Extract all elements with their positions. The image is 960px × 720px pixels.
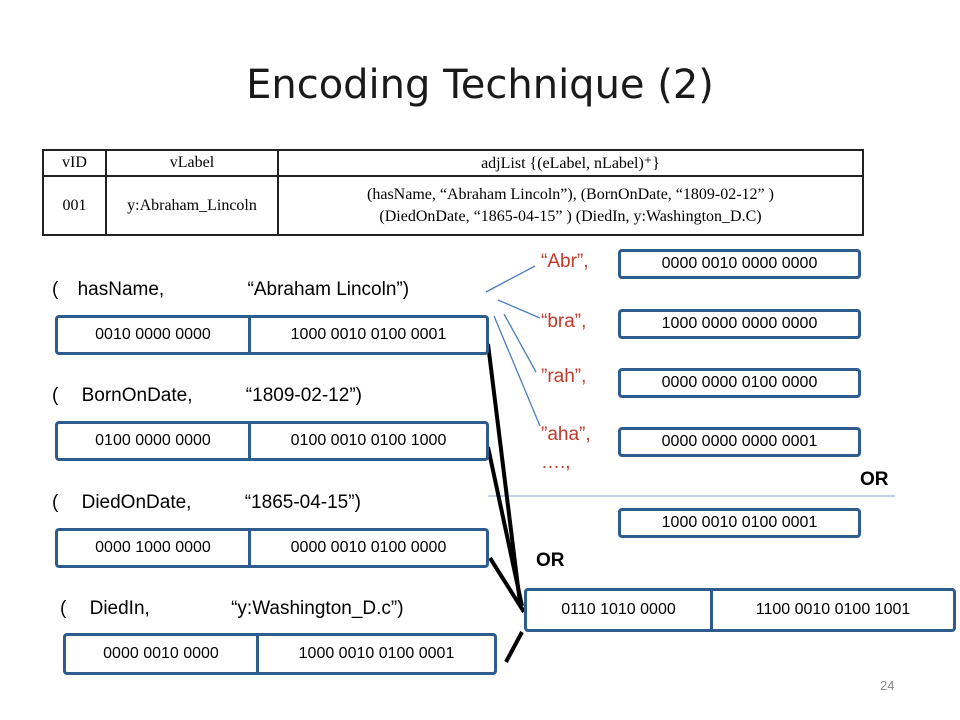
cell-vid: 001: [42, 175, 107, 236]
edge-label: DiedIn,: [89, 598, 150, 619]
node-label: “Abraham Lincoln”): [247, 279, 410, 300]
pair-code-hasname: 0010 0000 0000 1000 0010 0100 0001: [55, 315, 489, 355]
node-code: 0100 0010 0100 1000: [248, 424, 486, 458]
edge-label: DiedOnDate,: [81, 492, 192, 513]
pair-label-diedin: ( DiedIn, “y:Washington_D.c”): [60, 598, 404, 620]
edge-code: 0000 1000 0000: [95, 539, 211, 556]
node-label: “y:Washington_D.c”): [231, 598, 404, 619]
node-label: “1865-04-15”): [244, 492, 361, 513]
trigram-rah: ”rah”,: [541, 366, 587, 387]
trigram-code-rah: 0000 0000 0100 0000: [618, 368, 861, 398]
node-code: 1000 0010 0100 0001: [248, 318, 486, 352]
merge-line-1: [486, 343, 522, 604]
pair-open-paren: (: [52, 492, 59, 513]
merge-line-3: [488, 556, 526, 614]
merge-line-4: [504, 631, 524, 663]
connector-abr: [485, 265, 536, 293]
connector-aha: [493, 315, 541, 427]
node-code: 0000 0010 0100 0000: [248, 531, 486, 565]
pair-code-diedondate: 0000 1000 0000 0000 0010 0100 0000: [55, 528, 489, 568]
trigram-code-bra: 1000 0000 0000 0000: [618, 309, 861, 339]
trigram-code-abr: 0000 0010 0000 0000: [618, 249, 861, 279]
node-label: “1809-02-12”): [245, 385, 362, 406]
pair-label-hasname: ( hasName, “Abraham Lincoln”): [52, 279, 409, 301]
final-node-code: 1100 0010 0100 1001: [710, 591, 953, 629]
edge-code: 0010 0000 0000: [95, 326, 211, 343]
pair-open-paren: (: [52, 279, 59, 300]
pair-code-diedin: 0000 0010 0000 1000 0010 0100 0001: [63, 633, 497, 675]
cell-vlabel: y:Abraham_Lincoln: [105, 175, 279, 236]
merge-line-2: [486, 446, 524, 607]
vertex-table: vID vLabel adjList {(eLabel, nLabel)⁺} 0…: [42, 149, 864, 236]
edge-code: 0000 0010 0000: [103, 645, 219, 662]
or-label-left: OR: [536, 550, 565, 571]
trigram-abr: “Abr”,: [541, 251, 589, 272]
header-vid: vID: [42, 149, 107, 177]
pair-label-bornondate: ( BornOnDate, “1809-02-12”): [52, 385, 362, 407]
pair-open-paren: (: [60, 598, 67, 619]
page-number: 24: [880, 678, 895, 693]
connector-bra: [497, 299, 541, 319]
connector-rah: [503, 313, 537, 373]
or-label-right: OR: [860, 469, 889, 490]
trigram-ellipsis: ….,: [541, 452, 571, 473]
trigram-or-result: 1000 0010 0100 0001: [618, 508, 861, 538]
final-edge-code: 0110 1010 0000: [561, 601, 676, 618]
trigram-bra: “bra”,: [541, 311, 587, 332]
edge-label: hasName,: [77, 279, 165, 300]
pair-code-bornondate: 0100 0000 0000 0100 0010 0100 1000: [55, 421, 489, 461]
adjlist-line-1: (hasName, “Abraham Lincoln”), (BornOnDat…: [367, 185, 774, 203]
slide-title: Encoding Technique (2): [246, 62, 714, 108]
pair-open-paren: (: [52, 385, 59, 406]
pair-label-diedondate: ( DiedOnDate, “1865-04-15”): [52, 492, 361, 514]
trigram-aha: ”aha”,: [541, 424, 591, 445]
node-code: 1000 0010 0100 0001: [256, 636, 494, 672]
edge-code: 0100 0000 0000: [95, 432, 211, 449]
header-vlabel: vLabel: [105, 149, 279, 177]
trigram-code-aha: 0000 0000 0000 0001: [618, 427, 861, 457]
header-adjlist: adjList {(eLabel, nLabel)⁺}: [277, 149, 864, 177]
final-code-box: 0110 1010 0000 1100 0010 0100 1001: [524, 588, 956, 632]
cell-adjlist: (hasName, “Abraham Lincoln”), (BornOnDat…: [277, 175, 864, 236]
adjlist-line-2: (DiedOnDate, “1865-04-15” ) (DiedIn, y:W…: [379, 207, 762, 225]
edge-label: BornOnDate,: [81, 385, 193, 406]
